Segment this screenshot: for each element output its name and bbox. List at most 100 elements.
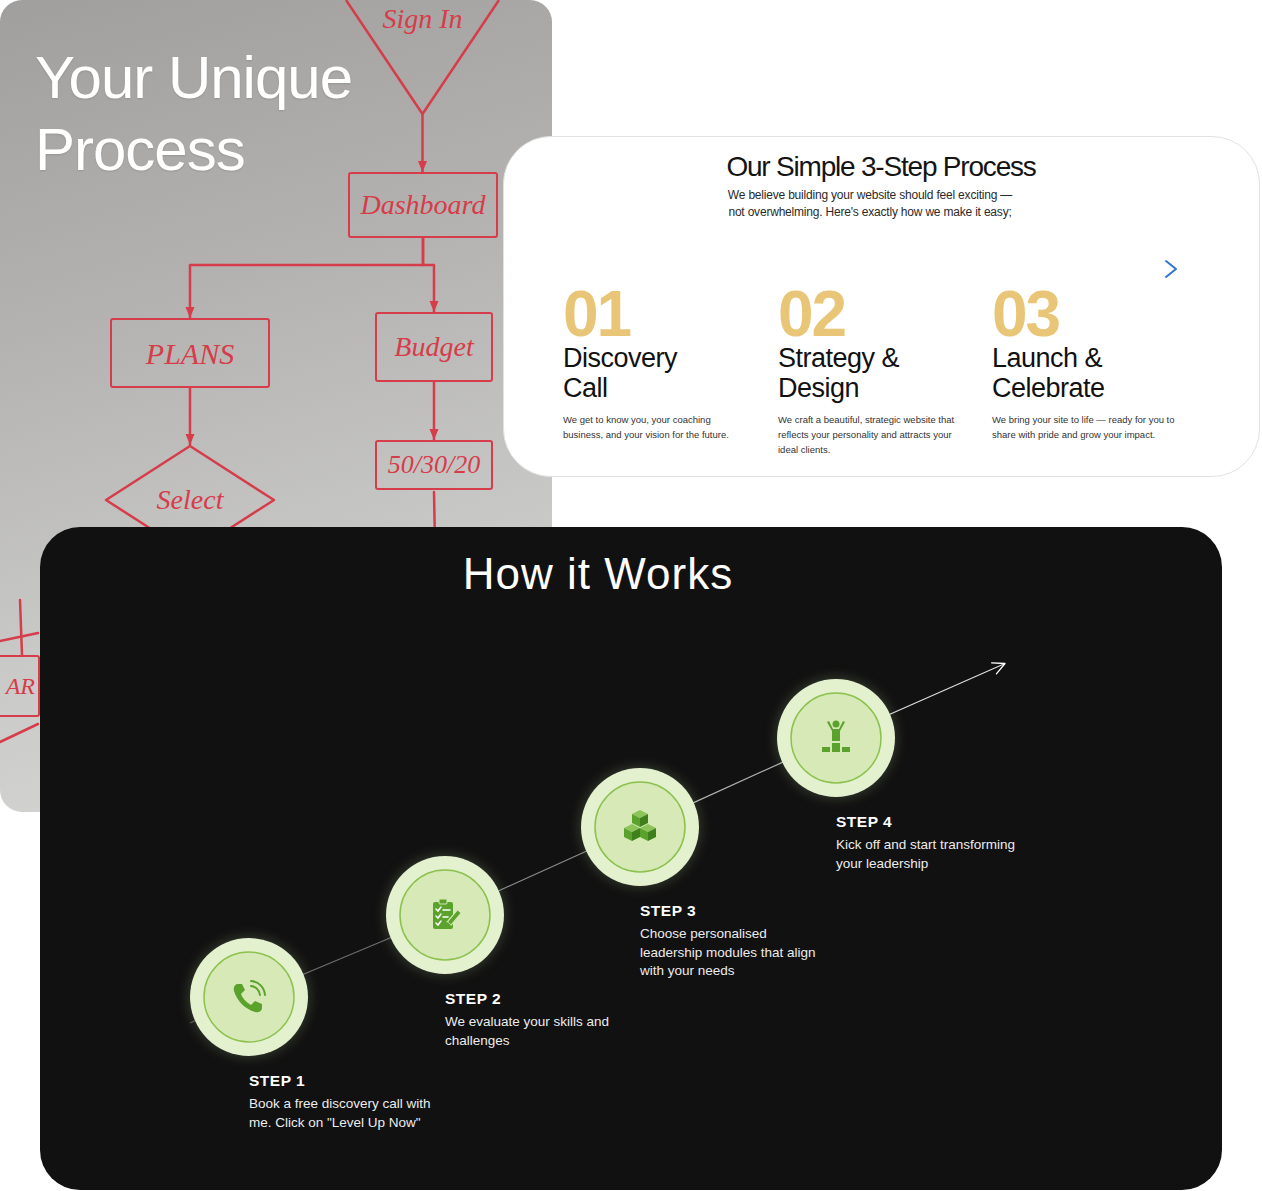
- clipboard-icon: [439, 899, 447, 904]
- connector-line: [190, 238, 423, 318]
- podium-icon: [842, 747, 850, 752]
- step-heading: Discovery Call: [563, 343, 728, 403]
- cubes-icon: [624, 828, 632, 841]
- step-heading: Launch & Celebrate: [992, 343, 1157, 403]
- step-icons: [40, 527, 1222, 1190]
- connector: [418, 115, 427, 172]
- circle-outline: [595, 782, 685, 872]
- section-title: Our Simple 3-Step Process: [504, 151, 1258, 183]
- marker-line: [0, 724, 38, 742]
- podium-icon: [833, 721, 840, 728]
- connector-line: [499, 851, 586, 890]
- flow-label: Budget: [394, 332, 473, 363]
- clipboard-icon: [433, 899, 461, 929]
- arrow-head: [186, 434, 195, 445]
- step-circle: STEP 1Book a free discovery call with me…: [190, 938, 308, 1056]
- cubes-icon: [624, 810, 656, 841]
- flow-label: PLANS: [146, 337, 234, 370]
- cubes-icon: [640, 824, 656, 841]
- step-description: Choose personalised leadership modules t…: [640, 925, 825, 981]
- panel-title: Your Unique Process: [35, 42, 475, 186]
- process-box: AR: [0, 655, 40, 717]
- circle-outline: [400, 870, 490, 960]
- podium-icon: [822, 721, 850, 753]
- step-column: 03Launch & Celebrate We bring your site t…: [992, 285, 1192, 470]
- connector: [186, 388, 195, 445]
- arrow-head: [430, 429, 439, 440]
- step-number: 02: [778, 285, 845, 343]
- circle-outline: [190, 938, 308, 1056]
- arrow-head: [186, 307, 195, 318]
- circle-outline: [386, 856, 504, 974]
- podium-icon: [822, 747, 830, 752]
- cubes-icon: [640, 828, 648, 841]
- step-body: We bring your site to life — ready for y…: [992, 412, 1180, 442]
- connector-line: [423, 238, 434, 312]
- process-card: Our Simple 3-Step Process We believe buil…: [503, 136, 1260, 477]
- flow-label: Dashboard: [361, 190, 486, 221]
- step-number: 03: [992, 285, 1059, 343]
- phone-icon: [234, 981, 265, 1012]
- step-label: STEP 4: [836, 812, 1036, 832]
- flow-label: 50/30/20: [388, 451, 480, 480]
- phone-icon: [251, 986, 260, 995]
- cubes-icon: [632, 828, 640, 841]
- marker-line: [20, 600, 22, 655]
- connector: [303, 938, 390, 974]
- flow-label: AR: [6, 673, 35, 699]
- cubes-icon: [632, 810, 648, 827]
- step-label: STEP 3: [640, 901, 840, 921]
- step-body: We craft a beautiful, strategic website …: [778, 412, 966, 457]
- funnel-shape: Sign In: [345, 0, 500, 115]
- arrow-head: [430, 301, 439, 312]
- connector: [186, 238, 424, 318]
- connector: [694, 762, 783, 802]
- clipboard-icon: [433, 902, 453, 929]
- clipboard-icon: [447, 910, 461, 925]
- step-number: 01: [563, 285, 630, 343]
- flow-label: Sign In: [382, 4, 462, 35]
- step-column: 02Strategy & Design We craft a beautiful,…: [778, 285, 978, 470]
- process-box: 50/30/20: [375, 440, 493, 490]
- step-description: Book a free discovery call with me. Clic…: [249, 1095, 434, 1132]
- cubes-icon: [648, 828, 656, 841]
- step-label: STEP 2: [445, 989, 645, 1009]
- section-subtitle: We believe building your website should …: [722, 187, 1018, 221]
- connector: [423, 238, 439, 312]
- flow-label: Select: [157, 485, 224, 516]
- circle-outline: [204, 952, 294, 1042]
- process-box: Budget: [375, 312, 493, 382]
- section-title: How it Works: [40, 549, 1156, 599]
- phone-icon: [234, 984, 262, 1012]
- arrow-head: [992, 663, 1005, 674]
- circle-outline: [777, 679, 895, 797]
- circle-outline: [190, 938, 308, 1056]
- podium-icon: [832, 743, 840, 752]
- step-heading: Strategy & Design: [778, 343, 943, 403]
- marker-line: [0, 633, 38, 641]
- step-label: STEP 1: [249, 1071, 449, 1091]
- connector: [499, 851, 586, 890]
- process-box: Dashboard: [348, 172, 498, 238]
- arrow-head: [1166, 261, 1176, 277]
- arrow-head: [418, 161, 427, 172]
- clipboard-icon: [443, 910, 450, 917]
- arrow-line: [563, 268, 1175, 270]
- podium-icon: [827, 721, 845, 741]
- how-it-works-panel: How it WorksSTEP 1Book a free discovery …: [40, 527, 1222, 1190]
- connector: [430, 382, 439, 440]
- step-description: Kick off and start transforming your lea…: [836, 836, 1021, 873]
- step-column: 01Discovery Call We get to know you, your…: [563, 285, 763, 470]
- process-box: PLANS: [110, 318, 270, 388]
- phone-icon: [251, 981, 265, 995]
- cubes-icon: [624, 824, 640, 841]
- step-body: We get to know you, your coaching busine…: [563, 412, 751, 442]
- circle-outline: [791, 693, 881, 783]
- step-description: We evaluate your skills and challenges: [445, 1013, 630, 1050]
- funnel-outline: [346, 0, 499, 114]
- connector-line: [303, 938, 390, 974]
- clipboard-icon: [436, 907, 441, 925]
- circle-outline: [581, 768, 699, 886]
- connector-line: [694, 762, 783, 802]
